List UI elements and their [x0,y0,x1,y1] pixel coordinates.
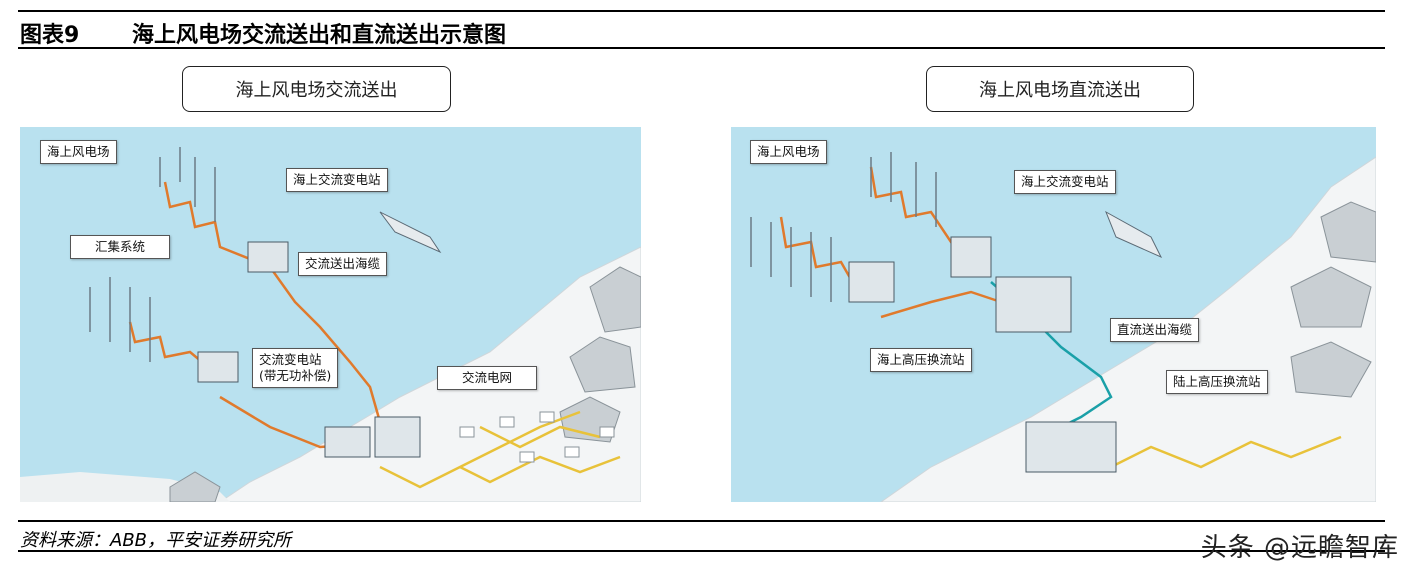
hills [1290,201,1376,398]
land [880,156,1376,502]
houses [459,411,615,463]
label-offshore-substation: 海上交流变电站 [1014,170,1116,194]
label-wind-farm: 海上风电场 [750,140,827,164]
turbines [750,152,937,302]
label-onshore-substation: 交流变电站(带无功补偿) [252,348,339,388]
watermark: 头条 @远瞻智库 [1200,533,1399,563]
panel-heading-dc: 海上风电场直流送出 [926,66,1194,112]
top-rule [18,10,1385,12]
ship [1105,210,1163,259]
label-export-cable: 交流送出海缆 [298,252,388,276]
dc-illustration: 海上风电场 海上交流变电站 直流送出海缆 海上高压换流站 陆上高压换流站 [731,127,1376,502]
source-note: 资料来源：ABB，平安证券研究所 [20,530,292,551]
onshore-substation-name: 交流变电站 [259,352,322,367]
source-rule-top [18,520,1385,522]
onshore-substation-note: (带无功补偿) [259,368,332,383]
label-offshore-converter: 海上高压换流站 [870,348,972,372]
label-dc-export-cable: 直流送出海缆 [1110,318,1200,342]
ship [379,211,442,254]
platforms [848,236,1117,473]
panel-heading-ac: 海上风电场交流送出 [182,66,451,112]
grid-lines [1110,435,1342,469]
figure-title-text: 海上风电场交流送出和直流送出示意图 [132,23,507,48]
label-offshore-substation: 海上交流变电站 [286,168,388,192]
title-rule [18,47,1385,49]
figure-title: 图表9 海上风电场交流送出和直流送出示意图 [20,17,506,49]
turbines [89,147,216,362]
label-wind-farm: 海上风电场 [40,140,117,164]
hills [169,266,641,502]
label-grid: 交流电网 [437,366,538,390]
ac-illustration: 海上风电场 海上交流变电站 汇集系统 交流送出海缆 交流变电站(带无功补偿) 交… [20,127,641,502]
source-rule-bottom [18,550,1385,552]
grid-lines [379,410,621,489]
label-collection-system: 汇集系统 [70,235,171,259]
label-onshore-converter: 陆上高压换流站 [1166,370,1268,394]
platforms [197,241,421,458]
figure-number: 图表9 [20,23,80,48]
